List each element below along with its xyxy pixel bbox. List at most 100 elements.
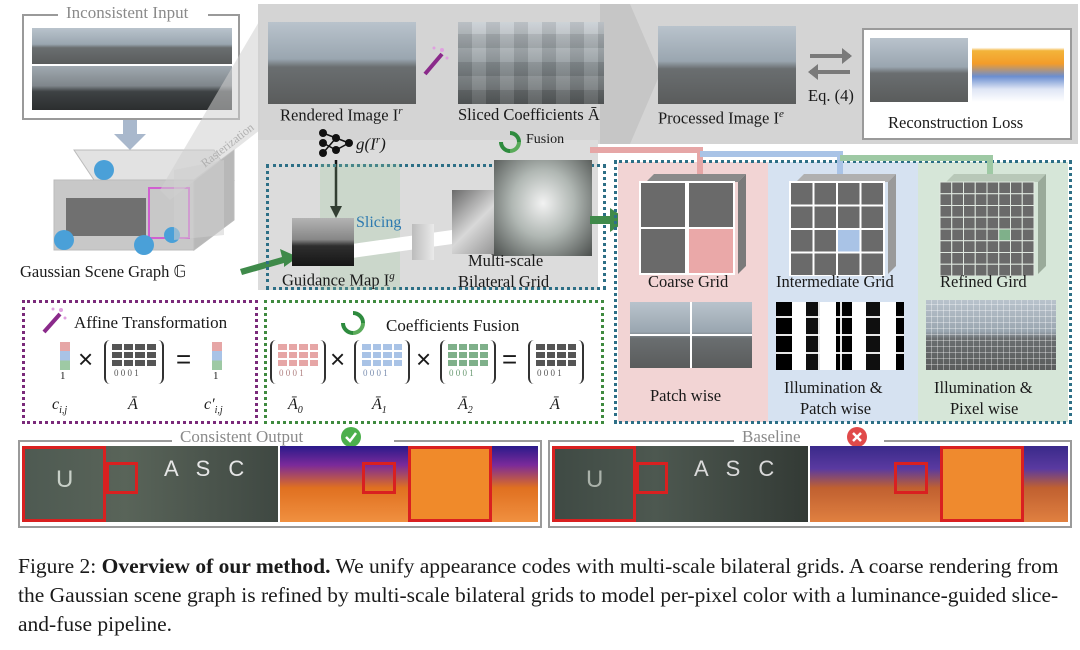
consistent-red-box-large <box>22 446 106 522</box>
scene-to-guidance-arrow <box>240 249 298 275</box>
grid-cell <box>963 216 976 230</box>
scene-graph-label: Gaussian Scene Graph 𝔾 <box>20 262 187 281</box>
grid-cell <box>963 205 976 218</box>
grid-cell <box>963 181 976 195</box>
affine-matrix-bracket <box>104 340 164 384</box>
grid-cell <box>974 193 988 206</box>
baseline-title: Baseline <box>742 427 801 446</box>
affine-transformation-box <box>22 300 258 424</box>
baseline-container-letter: U <box>586 466 604 493</box>
grid-cell <box>951 193 964 206</box>
grid-cell <box>974 181 988 195</box>
grid-cell <box>963 252 976 265</box>
cross-icon <box>847 427 867 447</box>
rendered-image <box>268 22 416 104</box>
affine-vector-c-prime <box>212 342 222 370</box>
bilateral-grid-label-1: Multi-scale <box>468 251 544 270</box>
grid-cell <box>1010 216 1023 230</box>
illumination-patch-label-1: Illumination & <box>784 378 883 397</box>
consistent-depth-red-box-large <box>408 446 492 522</box>
grid-cell <box>951 240 964 253</box>
caption-bold: Overview of our method. <box>101 554 331 578</box>
illumination-pixel-grid <box>926 300 1056 370</box>
grid-cell <box>1021 193 1035 206</box>
g-function-label: g(Ir) <box>356 134 386 154</box>
affine-matrix-row: 0 0 0 1 <box>114 368 139 378</box>
grid-cell <box>1010 240 1023 253</box>
illumination-patch-grid <box>776 302 904 370</box>
input-image-top <box>32 28 232 64</box>
network-down-arrow <box>330 160 342 218</box>
processed-image-label: Processed Image Ie <box>658 108 784 128</box>
reconstruction-loss-label: Reconstruction Loss <box>888 113 1024 132</box>
grid-cell <box>963 228 976 242</box>
intermediate-grid-label: Intermediate Grid <box>776 272 894 291</box>
grid-cell <box>859 181 885 207</box>
coefficients-fusion-box <box>264 300 604 424</box>
slicing-region <box>266 164 606 290</box>
equation-arrows-icon <box>808 48 852 80</box>
grid-cell <box>812 204 838 230</box>
fusion-a-label: Ā <box>550 396 560 413</box>
fusion-a-bracket <box>528 340 584 384</box>
pipeline-arrow-shape <box>600 4 660 144</box>
grid-cell <box>998 205 1011 218</box>
grid-cell <box>951 228 964 242</box>
grid-cell <box>974 228 988 242</box>
sliced-coefficients-label: Sliced Coefficients Ā <box>458 105 600 124</box>
fusion-a2-bracket <box>440 340 496 384</box>
grid-cell <box>951 252 964 265</box>
grid-cell <box>1021 181 1035 195</box>
grid-cell <box>986 205 1000 218</box>
affine-vector-c-one: 1 <box>60 370 66 382</box>
grid-cell <box>998 240 1011 253</box>
caption-rest: We unify appearance codes with multi-sca… <box>18 554 1059 636</box>
fusion-recycle-icon <box>499 131 521 153</box>
intermediate-grid-cube <box>789 174 896 276</box>
grid-cell <box>1010 193 1023 206</box>
fusion-a1-matrix <box>362 344 402 366</box>
grid-cell <box>939 181 953 195</box>
consistent-output-title: Consistent Output <box>180 427 304 446</box>
consistent-depth-wall <box>408 446 490 522</box>
baseline-title-bg <box>734 428 884 450</box>
grid-cell <box>974 240 988 253</box>
grid-cell <box>789 228 815 254</box>
coarse-grid-cube <box>639 174 746 275</box>
consistent-red-box-small <box>106 462 138 494</box>
grid-cell <box>986 252 1000 265</box>
grid-cell <box>986 228 1000 242</box>
fusion-label: Fusion <box>526 132 565 147</box>
grid-cell <box>951 216 964 230</box>
grid-cell <box>789 204 815 230</box>
refined-grid-label: Refined Gird <box>940 272 1027 291</box>
fusion-a1-row: 0 0 0 1 <box>363 368 388 378</box>
grid-cell <box>859 251 885 276</box>
grid-cell <box>939 240 953 253</box>
illumination-pixel-label-1: Illumination & <box>934 378 1033 397</box>
grid-cell <box>939 205 953 218</box>
coarse-grid-label: Coarse Grid <box>648 272 729 291</box>
bilateral-slab-mid <box>452 190 502 254</box>
grid-cell <box>1010 228 1023 242</box>
grid-cell <box>859 204 885 230</box>
affine-a-label: Ā <box>128 396 138 413</box>
grid-cell <box>998 228 1011 242</box>
fusion-times-2: × <box>416 344 432 374</box>
consistent-output-title-bg <box>172 428 394 450</box>
grid-cell <box>974 252 988 265</box>
patch-wise-divider-h <box>630 334 752 336</box>
grid-cell <box>836 228 862 254</box>
grid-cell <box>951 205 964 218</box>
grid-cell <box>998 216 1011 230</box>
grid-cell <box>1010 205 1023 218</box>
affine-c-label: ci,j <box>52 396 68 417</box>
grid-cell <box>836 204 862 230</box>
grid-cell <box>963 240 976 253</box>
grid-cell <box>998 193 1011 206</box>
consistent-container-photo <box>24 446 278 522</box>
bilateral-slab-small <box>412 224 434 260</box>
figure-caption: Figure 2: Overview of our method. We uni… <box>18 552 1068 639</box>
loss-map <box>972 38 1064 102</box>
bilateral-slab-large <box>494 160 592 256</box>
